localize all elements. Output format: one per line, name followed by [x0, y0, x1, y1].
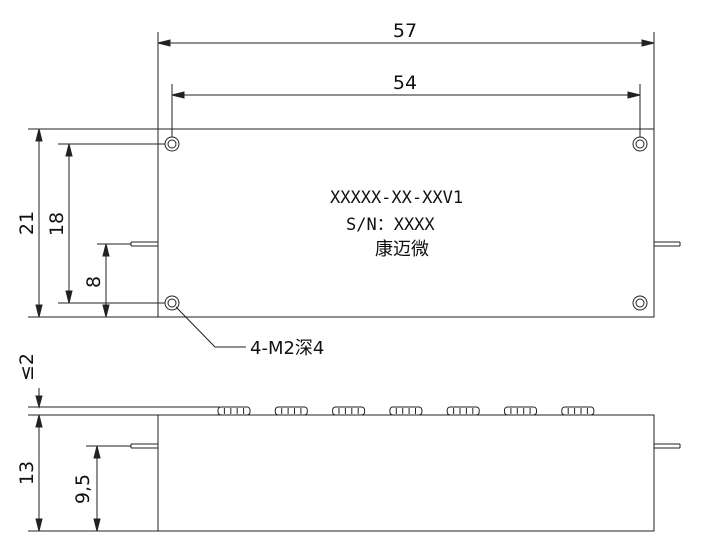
dim-line-57: [158, 32, 654, 129]
dim-line-9-5: [86, 446, 131, 531]
dim-13-label: 13: [16, 461, 38, 485]
top-view-body: [158, 129, 654, 317]
side-view-left-pin: [131, 444, 158, 448]
coil-4: [390, 407, 422, 415]
dim-line-8: [97, 244, 131, 317]
dim-21-label: 21: [16, 211, 38, 235]
top-coils: [218, 407, 594, 415]
dim-8-label: 8: [83, 276, 105, 288]
coil-2: [275, 407, 307, 415]
dim-9-5-label: 9,5: [72, 474, 94, 504]
dim-57-label: 57: [393, 20, 417, 42]
dim-18-label: 18: [46, 212, 68, 236]
mounting-hole-top-right: [633, 137, 647, 151]
side-view-right-pin: [654, 444, 680, 448]
model-number: XXXXX-XX-XXV1: [330, 188, 463, 208]
hole-callout-label: 4-M2深4: [250, 338, 324, 359]
dim-line-18: [58, 144, 165, 303]
dim-line-13: [36, 415, 42, 531]
dim-54-label: 54: [393, 72, 417, 94]
dim-max-2-label: ≤2: [16, 353, 38, 381]
coil-7: [562, 407, 594, 415]
dim-line-54: [172, 84, 640, 137]
dim-line-21: [28, 129, 158, 317]
coil-3: [333, 407, 365, 415]
mounting-hole-bottom-right: [633, 296, 647, 310]
coil-5: [447, 407, 479, 415]
serial-number: S/N：XXXX: [346, 215, 435, 235]
coil-1: [218, 407, 250, 415]
side-view-body: [158, 415, 654, 531]
top-view-right-pin: [654, 242, 680, 246]
coil-6: [505, 407, 537, 415]
mounting-hole-top-left: [165, 137, 179, 151]
top-view-left-pin: [131, 242, 158, 246]
brand-name: 康迈微: [375, 239, 429, 260]
hole-callout-leader: [176, 307, 246, 347]
